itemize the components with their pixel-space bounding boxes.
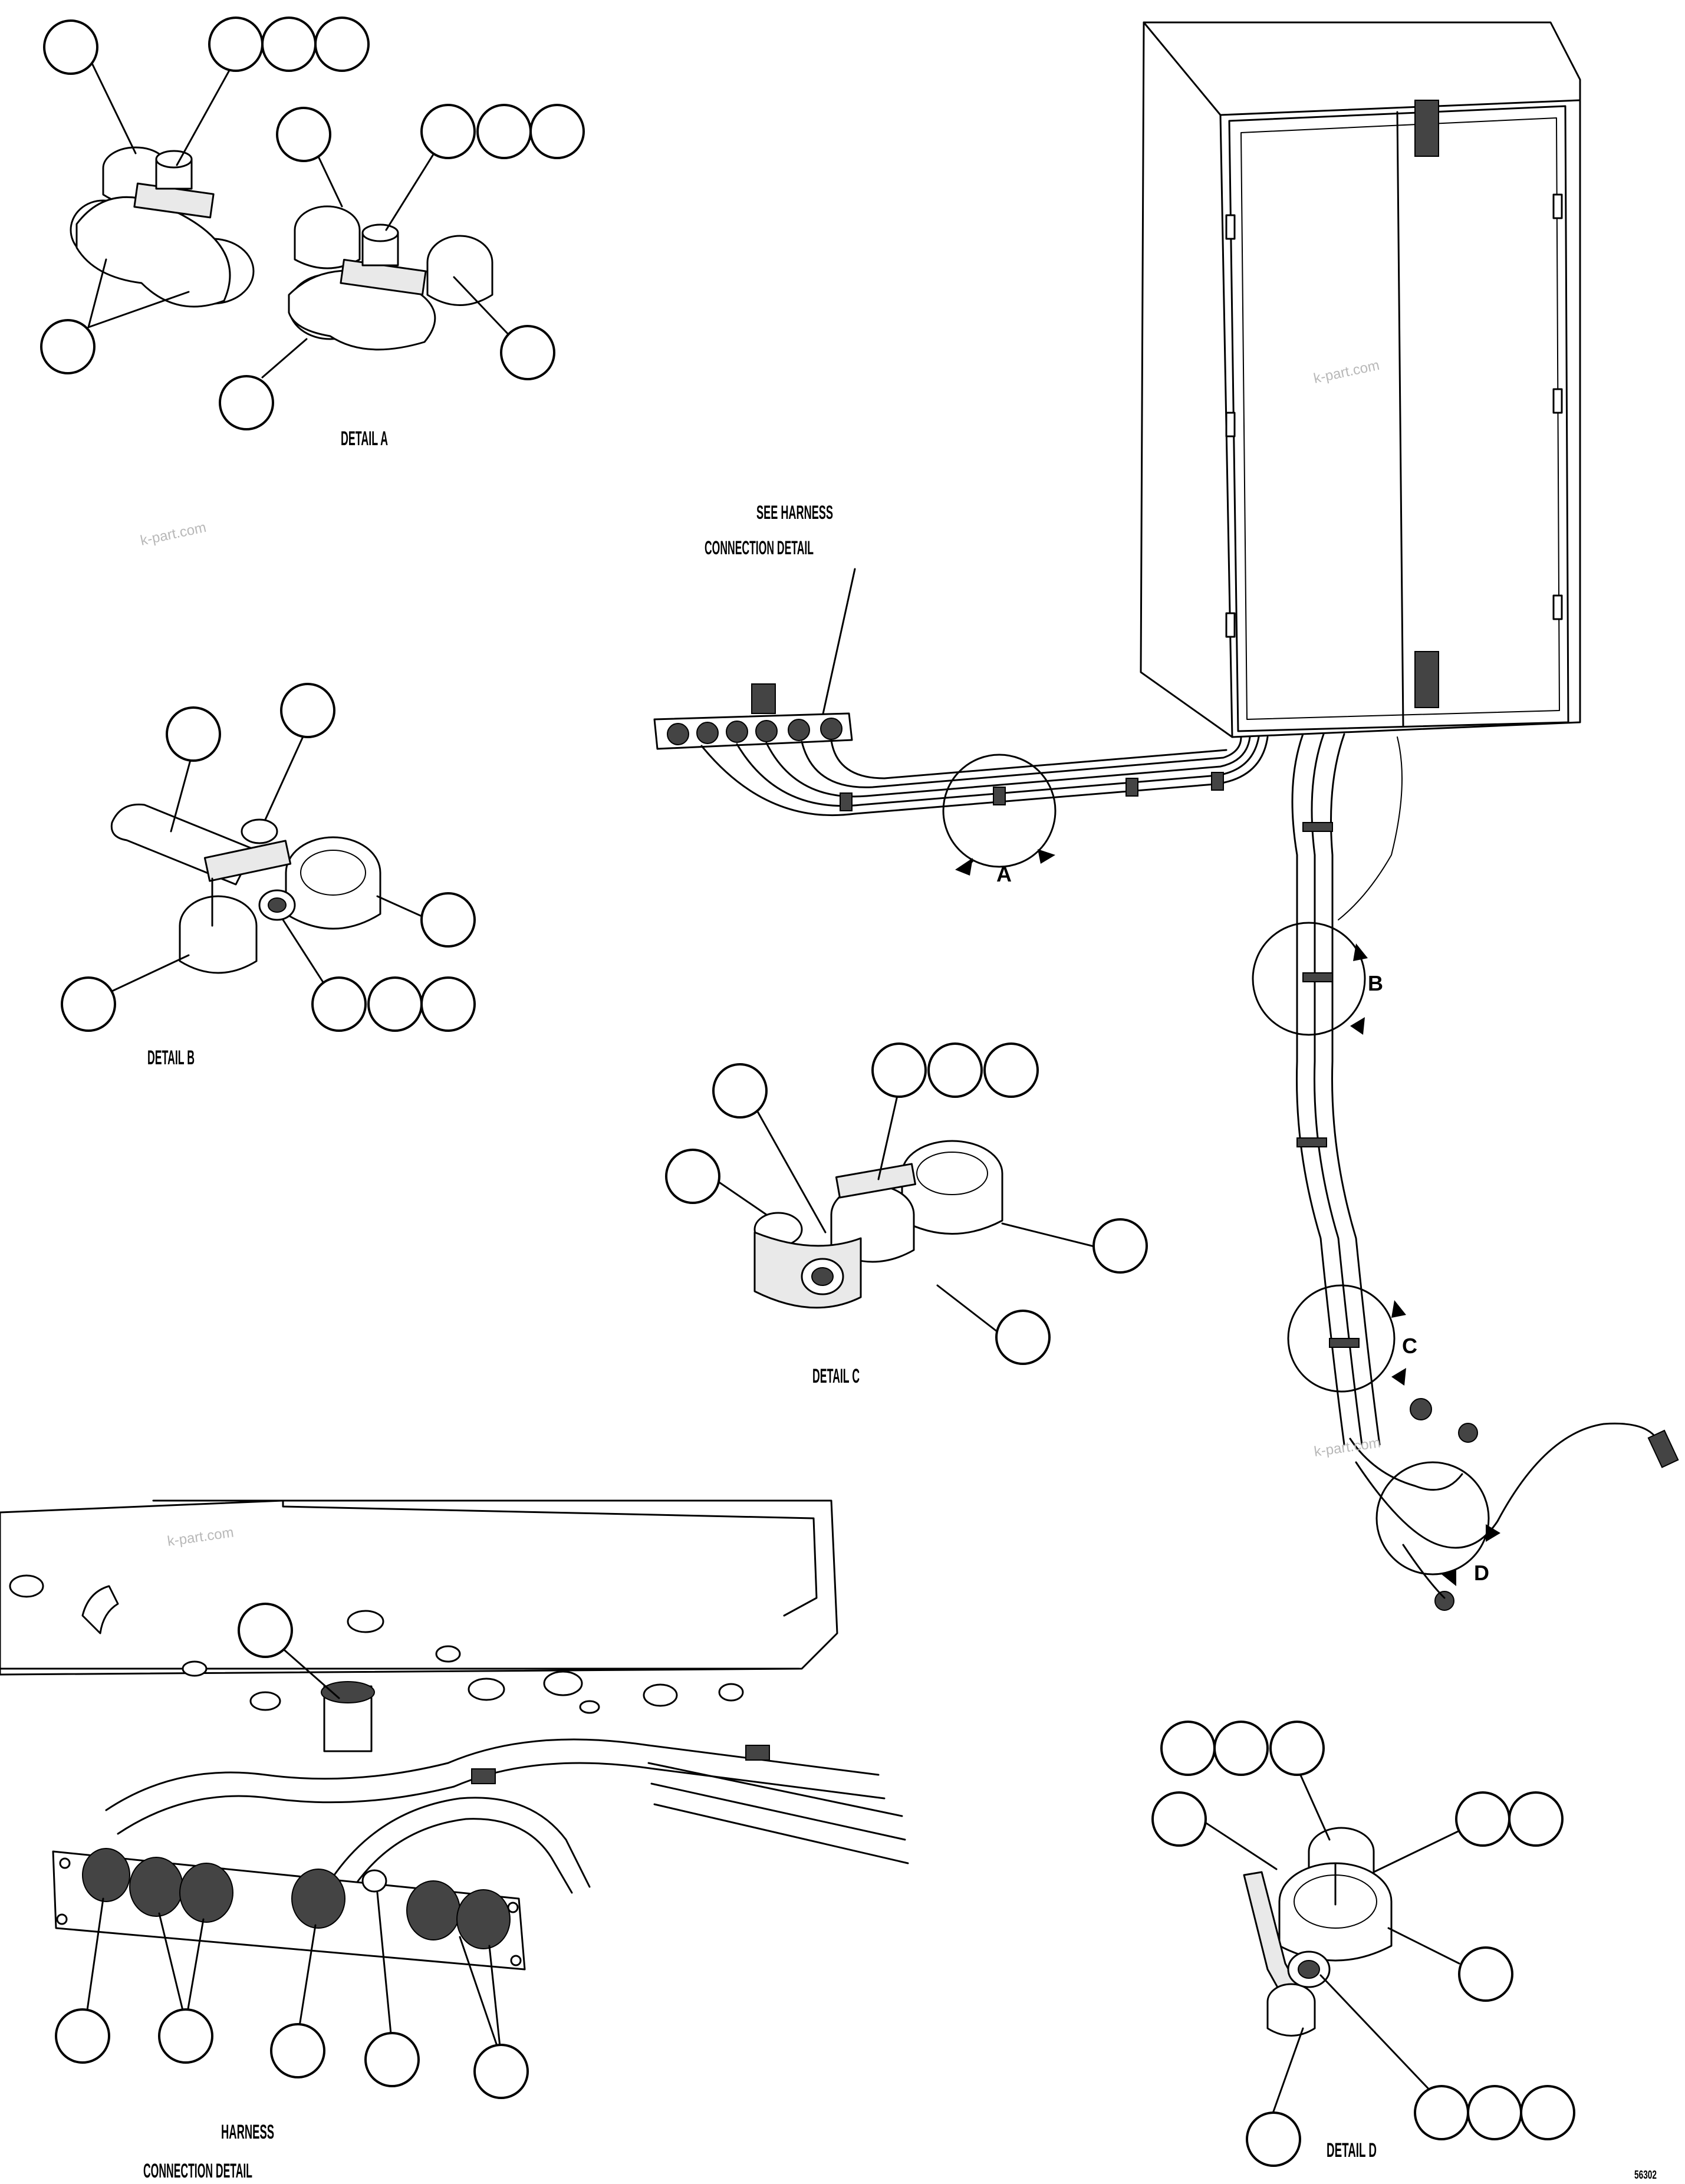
detail-a-label: DETAIL A: [341, 427, 388, 450]
watermark: k-part.com: [1313, 1435, 1381, 1460]
view-a-label: A: [996, 862, 1012, 886]
harness-connection-illustration: [0, 1499, 909, 2099]
detail-a-illustration: [40, 17, 585, 430]
view-c-label: C: [1402, 1334, 1417, 1358]
view-b-label: B: [1368, 971, 1383, 995]
view-d-label: D: [1474, 1561, 1489, 1585]
harness-routing: [653, 683, 1679, 1611]
watermark: k-part.com: [139, 519, 208, 549]
harness-detail-label-line2: CONNECTION DETAIL: [143, 2160, 252, 2182]
electrical-cabinet: [1140, 21, 1581, 738]
detail-c-label: DETAIL C: [812, 1365, 860, 1387]
drawing-number: 56302: [1634, 2169, 1657, 2182]
see-harness-label-line2: CONNECTION DETAIL: [705, 537, 814, 558]
see-harness-leader: [821, 568, 856, 718]
detail-d-label: DETAIL D: [1327, 2139, 1377, 2162]
harness-detail-label-line1: HARNESS: [221, 2121, 274, 2143]
see-harness-label-line1: SEE HARNESS: [756, 502, 833, 523]
detail-b-illustration: [61, 683, 476, 1032]
detail-c-illustration: [665, 1042, 1148, 1365]
detail-d-illustration: [1151, 1721, 1575, 2167]
detail-b-label: DETAIL B: [147, 1047, 195, 1069]
